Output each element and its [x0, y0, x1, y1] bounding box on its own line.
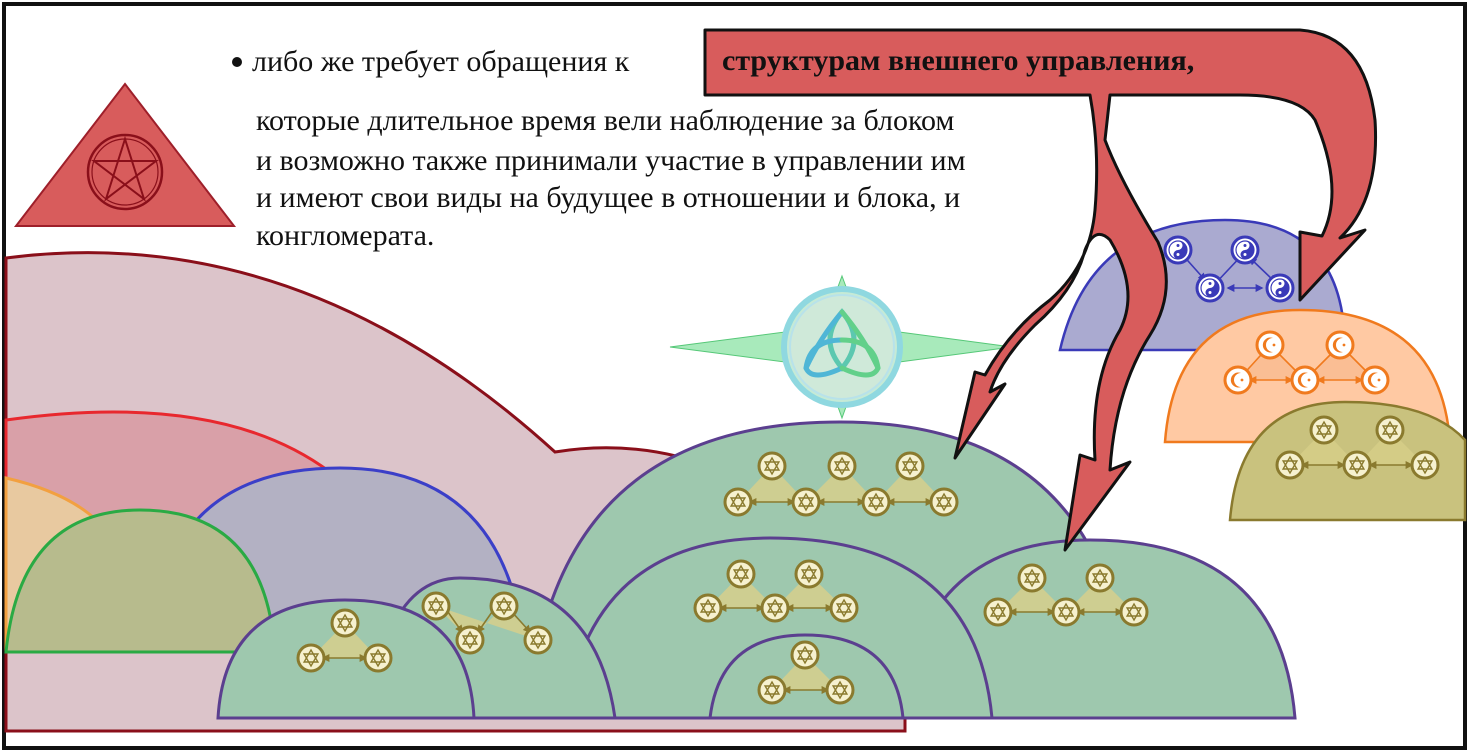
crescent-icon: [1325, 330, 1355, 360]
compass-emblem: [669, 274, 1013, 420]
star-of-david-icon: [829, 593, 859, 623]
star-of-david-icon: [726, 559, 756, 589]
star-of-david-icon: [523, 625, 553, 655]
star-of-david-icon: [895, 451, 925, 481]
star-of-david-icon: [794, 559, 824, 589]
star-of-david-icon: [1275, 450, 1305, 480]
star-network-right: [983, 563, 1149, 627]
yin-yang-icon: [1265, 273, 1295, 303]
crescent-icon: [1255, 330, 1285, 360]
star-of-david-icon: [1375, 415, 1405, 445]
star-of-david-icon: [983, 597, 1013, 627]
star-of-david-icon: [421, 591, 451, 621]
star-of-david-icon: [330, 608, 360, 638]
star-of-david-icon: [827, 451, 857, 481]
star-network-top: [723, 451, 959, 517]
star-of-david-icon: [791, 487, 821, 517]
star-of-david-icon: [296, 643, 326, 673]
yin-yang-network: [1163, 235, 1295, 303]
star-of-david-icon: [1017, 563, 1047, 593]
star-of-david-icon: [1342, 450, 1372, 480]
crescent-icon: [1290, 365, 1320, 395]
star-of-david-icon: [693, 593, 723, 623]
star-of-david-icon: [929, 487, 959, 517]
pentagram-triangle-icon: [13, 82, 237, 227]
yin-yang-icon: [1230, 235, 1260, 265]
star-of-david-icon: [1309, 415, 1339, 445]
crescent-icon: [1223, 365, 1253, 395]
body-line-3: и имеют свои виды на будущее в отношении…: [256, 181, 960, 214]
star-of-david-icon: [757, 451, 787, 481]
crescent-icon: [1360, 365, 1390, 395]
bullet-dot: [232, 57, 242, 67]
star-of-david-icon: [861, 487, 891, 517]
star-of-david-icon: [1410, 450, 1440, 480]
star-of-david-icon: [760, 593, 790, 623]
star-of-david-icon: [1051, 597, 1081, 627]
yin-yang-icon: [1163, 235, 1193, 265]
body-line-4: конгломерата.: [256, 219, 434, 252]
green-dome-left: [4, 508, 277, 654]
olive-star-network: [1275, 415, 1440, 480]
star-of-david-icon: [790, 640, 820, 670]
star-of-david-icon: [455, 625, 485, 655]
external-control-arrow: [703, 28, 1378, 552]
crescent-network: [1223, 330, 1390, 395]
central-dome-cluster: [216, 420, 1297, 720]
body-line-1: которые длительное время вели наблюдение…: [256, 104, 954, 137]
bullet-text: либо же требует обращения к: [252, 45, 630, 78]
star-of-david-icon: [825, 675, 855, 705]
highlight-text: структурам внешнего управления,: [722, 44, 1194, 77]
star-network-inner: [757, 640, 855, 705]
body-line-2: и возможно также принимали участие в упр…: [256, 144, 966, 177]
star-of-david-icon: [723, 487, 753, 517]
star-of-david-icon: [363, 643, 393, 673]
star-of-david-icon: [757, 675, 787, 705]
star-of-david-icon: [1085, 563, 1115, 593]
star-network-left-small: [296, 608, 393, 673]
yin-yang-icon: [1195, 273, 1225, 303]
triquetra-compass-icon: [803, 308, 881, 378]
star-network-middle: [693, 559, 859, 623]
star-network-left-mid: [421, 591, 553, 655]
star-of-david-icon: [489, 591, 519, 621]
star-of-david-icon: [1119, 597, 1149, 627]
